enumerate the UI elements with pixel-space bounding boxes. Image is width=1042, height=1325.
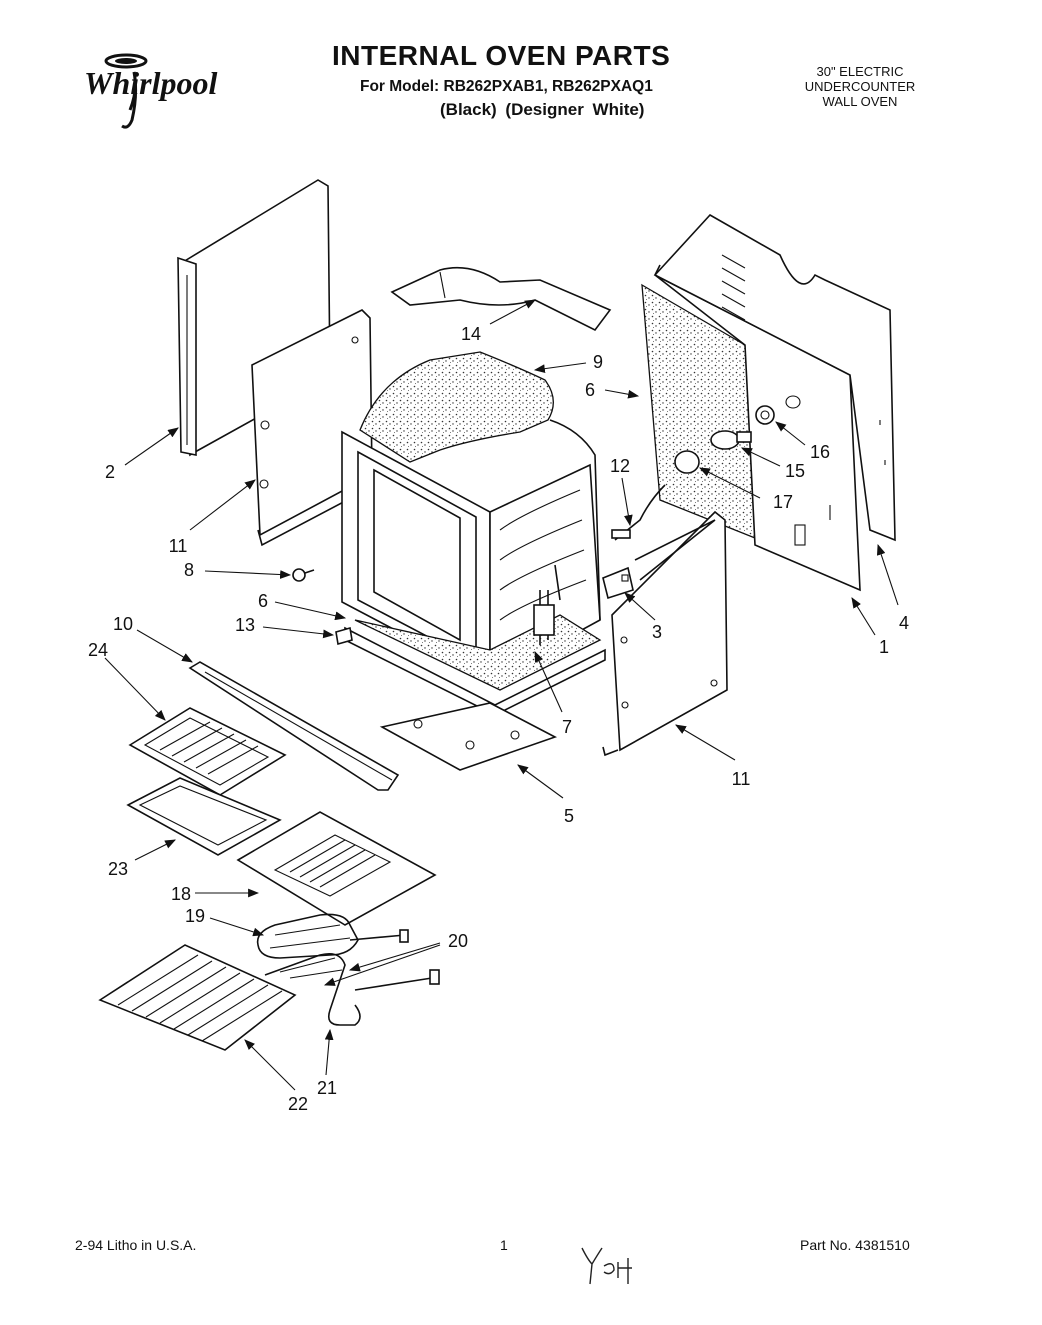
callout-12: 12 [609,456,631,476]
part-5-bottom-plate [379,702,558,771]
callout-23: 23 [107,859,129,879]
part-11-right-shield [602,510,728,757]
callout-9: 9 [592,352,604,372]
part-number: Part No. 4381510 [800,1237,910,1253]
brand-wordmark: Whirlpool [84,65,217,101]
product-type-line: 30" ELECTRIC [816,64,904,79]
callout-11: 11 [168,536,188,556]
callout-14: 14 [460,324,482,344]
page-title: INTERNAL OVEN PARTS [332,40,671,71]
callout-6: 6 [584,380,596,400]
callout-1: 1 [878,637,890,657]
part-13-clip [335,626,353,646]
part-12-wire [611,484,666,541]
part-19-broil-element [256,913,409,959]
callout-24: 24 [87,640,109,660]
callout-21: 21 [316,1078,338,1098]
part-3-terminal-block [602,566,634,600]
part-16-lamp-socket [755,405,775,425]
callout-2: 2 [104,462,116,482]
part-23-broil-pan [126,777,282,856]
callout-22: 22 [287,1094,309,1114]
callout-20: 20 [447,931,469,951]
part-10-front-trim [188,661,400,791]
part-4-back-panel [653,213,896,542]
callout-19: 19 [184,906,206,926]
product-type-line: WALL OVEN [822,94,898,109]
part-21-bake-element [264,952,440,1026]
part-9-oven-cavity [341,351,601,682]
part-14-vent-duct [390,266,612,332]
callout-11: 11 [731,769,751,789]
callout-5: 5 [563,806,575,826]
callout-17: 17 [772,492,794,512]
part-22-oven-rack [98,944,297,1051]
part-8-screw [292,568,315,582]
handwritten-mark [581,1247,632,1285]
callout-8: 8 [183,560,195,580]
callout-13: 13 [234,615,256,635]
part-15-lamp-bulb [710,430,752,450]
callout-3: 3 [651,622,663,642]
page-number: 1 [500,1237,508,1253]
whirlpool-logo: Whirlpool [84,53,217,129]
part-24-broil-grid [128,707,287,796]
part-17-plug [674,450,700,474]
callout-16: 16 [809,442,831,462]
color-variants: (Black) (Designer White) [440,100,645,119]
part-18-element-cover [236,811,437,926]
callout-18: 18 [170,884,192,904]
product-type-line: UNDERCOUNTER [804,79,916,94]
callout-10: 10 [112,614,134,634]
model-numbers: For Model: RB262PXAB1, RB262PXAQ1 [360,78,653,95]
callout-leaders [104,299,899,1091]
callout-15: 15 [784,461,806,481]
print-date: 2-94 Litho in U.S.A. [75,1237,197,1253]
callout-4: 4 [898,613,910,633]
part-7-sensor [533,564,561,645]
callout-6: 6 [257,591,269,611]
callout-7: 7 [561,717,573,737]
product-type: 30" ELECTRIC UNDERCOUNTER WALL OVEN [790,64,930,109]
